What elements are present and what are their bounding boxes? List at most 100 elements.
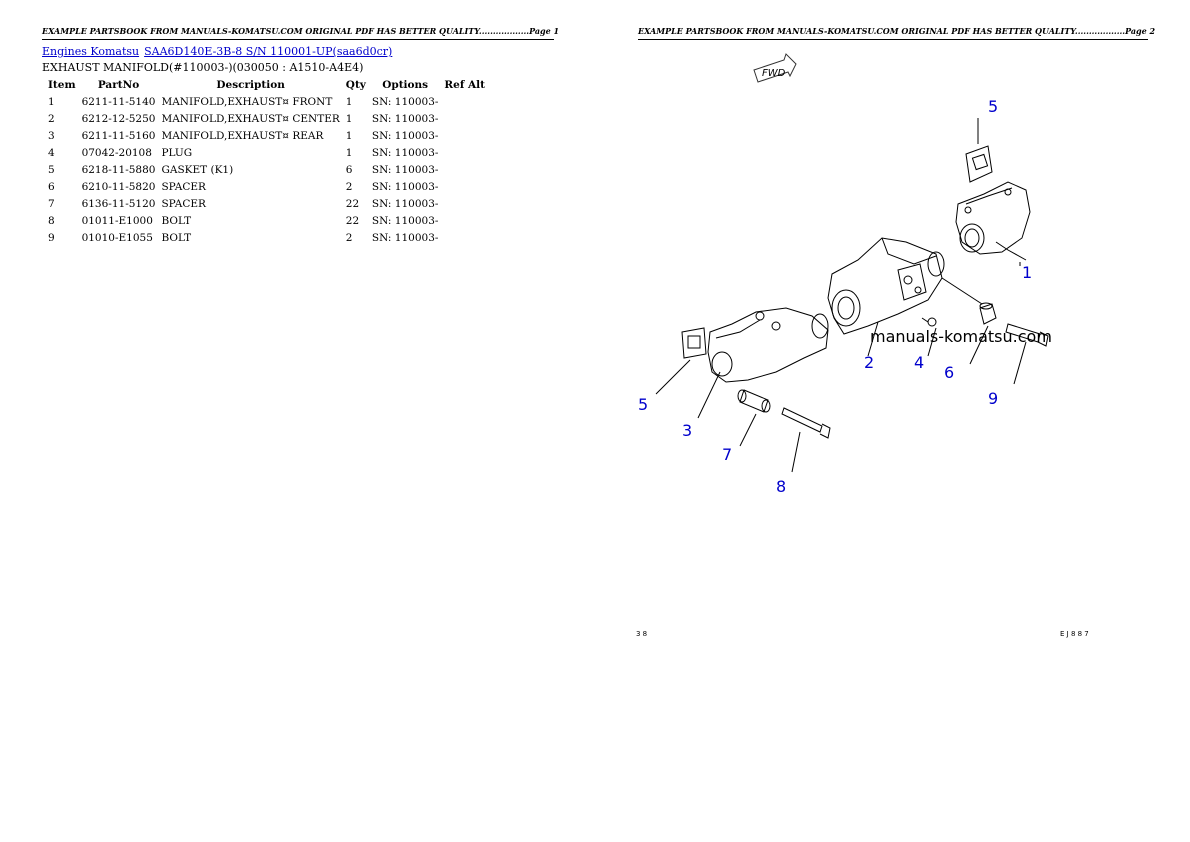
spacer-left-part [737, 389, 771, 413]
cell-description: MANIFOLD,EXHAUST¤ FRONT [161, 95, 333, 108]
table-header-row: Item PartNo Description Qty Options Ref … [42, 76, 488, 93]
cell-options: SN: 110003- [371, 163, 439, 176]
callout-3: 3 [682, 421, 692, 440]
cell-qty: 22 [345, 214, 360, 227]
bolt-long-part [781, 407, 831, 439]
cell-options: SN: 110003- [371, 180, 439, 193]
cell-item: 5 [48, 163, 55, 176]
cell-item: 3 [48, 129, 55, 142]
callout-5-left: 5 [638, 395, 648, 414]
cell-description: PLUG [161, 146, 193, 159]
manifold-front-part [955, 181, 1031, 261]
callout-5-top: 5 [988, 97, 998, 116]
gasket-top-part [965, 145, 993, 183]
cell-ref-alt [441, 144, 488, 161]
cell-description: MANIFOLD,EXHAUST¤ REAR [161, 129, 324, 142]
cell-ref-alt [441, 110, 488, 127]
cell-item: 4 [48, 146, 55, 159]
col-header-ref-alt: Ref Alt [444, 78, 485, 91]
page2-header: EXAMPLE PARTSBOOK FROM MANUALS-KOMATSU.C… [638, 26, 1156, 36]
fwd-arrow-icon: FWD [753, 53, 797, 83]
cell-item: 2 [48, 112, 55, 125]
cell-partno: 6212-12-5250 [81, 112, 156, 125]
cell-ref-alt [441, 212, 488, 229]
callout-4: 4 [914, 353, 924, 372]
cell-description: SPACER [161, 197, 206, 210]
cell-item: 9 [48, 231, 55, 244]
table-row: 5 6218-11-5880 GASKET (K1) 6 SN: 110003- [42, 161, 488, 178]
cell-options: SN: 110003- [371, 129, 439, 142]
cell-options: SN: 110003- [371, 231, 439, 244]
cell-partno: 07042-20108 [81, 146, 152, 159]
cell-qty: 6 [345, 163, 353, 176]
cell-partno: 6136-11-5120 [81, 197, 156, 210]
cell-ref-alt [441, 229, 488, 246]
table-row: 6 6210-11-5820 SPACER 2 SN: 110003- [42, 178, 488, 195]
cell-partno: 01010-E1055 [81, 231, 153, 244]
col-header-partno: PartNo [97, 78, 140, 91]
cell-ref-alt [441, 161, 488, 178]
cell-options: SN: 110003- [371, 214, 439, 227]
cell-options: SN: 110003- [371, 146, 439, 159]
col-header-item: Item [48, 78, 76, 91]
cell-ref-alt [441, 178, 488, 195]
cell-partno: 6211-11-5160 [81, 129, 156, 142]
callout-2: 2 [864, 353, 874, 372]
cell-description: MANIFOLD,EXHAUST¤ CENTER [161, 112, 340, 125]
cell-qty: 1 [345, 95, 353, 108]
table-row: 7 6136-11-5120 SPACER 22 SN: 110003- [42, 195, 488, 212]
cell-item: 7 [48, 197, 55, 210]
cell-item: 8 [48, 214, 55, 227]
cell-qty: 1 [345, 112, 353, 125]
cell-partno: 6211-11-5140 [81, 95, 156, 108]
breadcrumb-link-model[interactable]: SAA6D140E-3B-8 S/N 110001-UP(saa6d0cr) [144, 45, 393, 58]
leader-lines [655, 118, 1027, 473]
bolt-right-part [1005, 323, 1049, 347]
cell-description: SPACER [161, 180, 206, 193]
spacer-right-part [979, 302, 997, 325]
table-row: 1 6211-11-5140 MANIFOLD,EXHAUST¤ FRONT 1… [42, 93, 488, 110]
table-row: 8 01011-E1000 BOLT 22 SN: 110003- [42, 212, 488, 229]
callout-1: 1 [1022, 263, 1032, 282]
fwd-label: FWD [762, 68, 786, 79]
cell-ref-alt [441, 93, 488, 110]
cell-description: BOLT [161, 214, 192, 227]
table-row: 9 01010-E1055 BOLT 2 SN: 110003- [42, 229, 488, 246]
col-header-description: Description [216, 78, 285, 91]
cell-options: SN: 110003- [371, 197, 439, 210]
cell-options: SN: 110003- [371, 95, 439, 108]
cell-qty: 2 [345, 231, 353, 244]
cell-description: GASKET (K1) [161, 163, 234, 176]
cell-item: 1 [48, 95, 55, 108]
page1-header-rule [42, 39, 554, 40]
breadcrumb: Engines Komatsu SAA6D140E-3B-8 S/N 110001… [42, 45, 392, 58]
page1-header: EXAMPLE PARTSBOOK FROM MANUALS-KOMATSU.C… [42, 26, 560, 36]
manifold-rear-part [707, 307, 829, 383]
cell-item: 6 [48, 180, 55, 193]
cell-qty: 1 [345, 129, 353, 142]
cell-qty: 22 [345, 197, 360, 210]
gasket-left-part [681, 327, 707, 359]
diagram-footer-left: 3 8 [636, 630, 647, 638]
callout-8: 8 [776, 477, 786, 496]
cell-ref-alt [441, 195, 488, 212]
col-header-options: Options [382, 78, 429, 91]
cell-description: BOLT [161, 231, 192, 244]
cell-partno: 6218-11-5880 [81, 163, 156, 176]
plug-part [921, 317, 937, 327]
callout-7: 7 [722, 445, 732, 464]
cell-partno: 6210-11-5820 [81, 180, 156, 193]
cell-ref-alt [441, 127, 488, 144]
col-header-qty: Qty [345, 78, 366, 91]
cell-partno: 01011-E1000 [81, 214, 153, 227]
callout-9: 9 [988, 389, 998, 408]
cell-options: SN: 110003- [371, 112, 439, 125]
page2-header-rule [638, 39, 1148, 40]
diagram-footer-right: E J 8 8 7 [1060, 630, 1089, 638]
manifold-center-part [827, 237, 945, 335]
callout-6: 6 [944, 363, 954, 382]
table-row: 2 6212-12-5250 MANIFOLD,EXHAUST¤ CENTER … [42, 110, 488, 127]
table-row: 3 6211-11-5160 MANIFOLD,EXHAUST¤ REAR 1 … [42, 127, 488, 144]
breadcrumb-link-engines[interactable]: Engines Komatsu [42, 45, 140, 58]
watermark-text: manuals-komatsu.com [870, 327, 1052, 346]
